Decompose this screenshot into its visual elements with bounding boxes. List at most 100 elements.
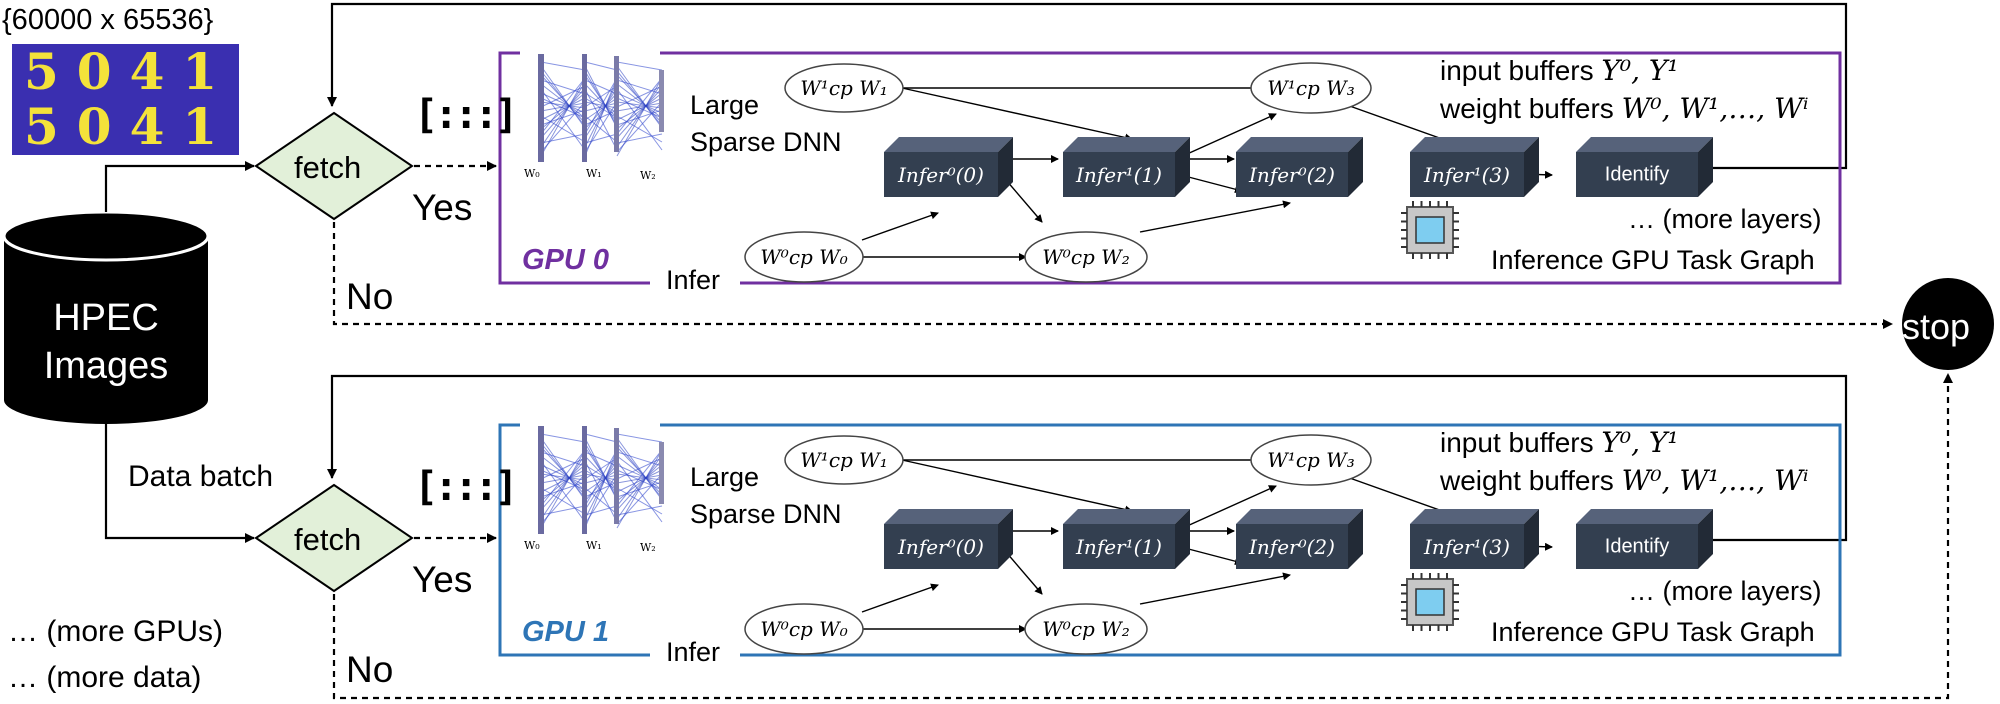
input-buffers-label: input buffers Y⁰, Y¹ bbox=[1440, 429, 1679, 457]
network-edge bbox=[540, 433, 586, 443]
network-edge bbox=[616, 133, 663, 144]
network-edge bbox=[540, 449, 586, 507]
weight-buffers-text: weight buffers bbox=[1440, 465, 1622, 496]
infer-task-node bbox=[884, 152, 998, 197]
database-label-line: HPEC bbox=[53, 297, 159, 339]
task-box-side bbox=[998, 509, 1013, 569]
weight-buffers-label: weight buffers W⁰, W¹,…, Wⁱ bbox=[1440, 467, 1809, 495]
network-edge bbox=[540, 88, 586, 151]
network-edge bbox=[616, 449, 663, 529]
network-layer bbox=[614, 56, 619, 152]
infer-task-node bbox=[1236, 152, 1348, 197]
task-box-top bbox=[884, 509, 1013, 524]
network-edge bbox=[540, 133, 586, 144]
input-buffers-text: input buffers bbox=[1440, 427, 1602, 458]
db-to-fetch0-arrow bbox=[104, 161, 255, 212]
network-edge bbox=[584, 464, 618, 502]
no-label: No bbox=[346, 649, 394, 690]
network-edge bbox=[584, 457, 618, 480]
task-box-side bbox=[1348, 509, 1363, 569]
infer-task-label: Infer¹(1) bbox=[1076, 162, 1162, 187]
copy-task-label: W⁰cp W₀ bbox=[760, 617, 848, 641]
input-buffers-math: Y⁰, Y¹ bbox=[1601, 426, 1679, 459]
dataset-dims: {60000 x 65536} bbox=[2, 4, 214, 36]
network-edge bbox=[584, 487, 618, 515]
network-edge bbox=[540, 92, 586, 130]
graph-title: Inference GPU Task Graph bbox=[1491, 617, 1815, 647]
input-buffers-label: input buffers Y⁰, Y¹ bbox=[1440, 57, 1679, 85]
network-edge bbox=[540, 61, 586, 71]
network-edge bbox=[616, 88, 663, 151]
task-box-top bbox=[1576, 509, 1713, 524]
task-edge bbox=[861, 583, 939, 613]
network-edge bbox=[584, 77, 618, 135]
copy-task-node bbox=[784, 435, 904, 485]
network-edge bbox=[616, 85, 663, 108]
task-box-side bbox=[998, 137, 1013, 197]
infer-task-label: Infer¹(3) bbox=[1424, 534, 1510, 559]
network-edge bbox=[616, 77, 663, 135]
loop-back-arrow bbox=[327, 2, 1848, 170]
no-arrow bbox=[332, 222, 1893, 329]
network-edge bbox=[616, 97, 663, 119]
network-edge bbox=[616, 469, 663, 491]
task-edge bbox=[1139, 572, 1291, 605]
copy-task-node bbox=[1024, 603, 1148, 655]
task-box-side bbox=[1524, 137, 1539, 197]
network-edge bbox=[584, 77, 618, 157]
copy-task-node bbox=[1250, 434, 1372, 486]
input-buffers-math: Y⁰, Y¹ bbox=[1601, 54, 1679, 87]
network-edge bbox=[540, 457, 586, 480]
infer-task-label: Infer⁰(0) bbox=[898, 162, 984, 187]
network-edge bbox=[584, 97, 618, 121]
identify-task-node bbox=[1576, 524, 1698, 569]
infer-task-node bbox=[1410, 524, 1524, 569]
network-weight-label: W₁ bbox=[586, 167, 602, 180]
weight-buffers-math: W⁰, W¹,…, Wⁱ bbox=[1621, 92, 1809, 125]
mnist-image: 5041 5041 bbox=[12, 44, 239, 155]
more-layers-label: … (more layers) bbox=[1628, 576, 1822, 606]
yes-label: Yes bbox=[412, 187, 473, 228]
infer-task-label: Infer⁰(0) bbox=[898, 534, 984, 559]
gpu-label: GPU 1 bbox=[522, 616, 610, 648]
network-edge bbox=[540, 505, 586, 516]
database-icon bbox=[4, 236, 208, 424]
task-box-top bbox=[884, 137, 1013, 152]
copy-task-node bbox=[1024, 231, 1148, 283]
network-layer bbox=[659, 442, 664, 504]
task-box-top bbox=[1576, 137, 1713, 152]
network-edge bbox=[540, 460, 586, 523]
network-edge bbox=[540, 97, 586, 119]
infer-task-label: Infer⁰(2) bbox=[1249, 162, 1335, 187]
network-edge bbox=[584, 133, 618, 144]
network-weight-label: W₂ bbox=[640, 169, 656, 182]
network-edge bbox=[540, 454, 586, 520]
network-edge bbox=[616, 77, 663, 157]
infer-task-node bbox=[884, 524, 998, 569]
network-edge bbox=[584, 449, 618, 529]
weight-buffers-label: weight buffers W⁰, W¹,…, Wⁱ bbox=[1440, 95, 1809, 123]
network-edge bbox=[616, 464, 663, 502]
network-weight-label: W₀ bbox=[524, 167, 540, 180]
network-edge bbox=[616, 487, 663, 515]
infer-label: Infer bbox=[662, 639, 725, 666]
copy-task-label: W⁰cp W₀ bbox=[760, 245, 848, 269]
network-edge bbox=[540, 115, 586, 143]
network-edge bbox=[616, 457, 663, 480]
identify-task-node bbox=[1576, 152, 1698, 197]
infer-task-label: Infer¹(1) bbox=[1076, 534, 1162, 559]
copy-task-label: W⁰cp W₂ bbox=[1042, 617, 1130, 641]
network-edge bbox=[584, 454, 618, 520]
network-edge bbox=[616, 505, 663, 516]
task-box-side bbox=[1348, 137, 1363, 197]
fetch-diamond bbox=[254, 111, 414, 221]
gpu-label: GPU 0 bbox=[522, 244, 610, 276]
network-edge bbox=[584, 115, 618, 143]
yes-label: Yes bbox=[412, 559, 473, 600]
fetch-diamond bbox=[254, 483, 414, 593]
copy-task-label: W¹cp W₃ bbox=[1267, 76, 1355, 100]
network-edge bbox=[540, 459, 586, 511]
db-to-fetch1-arrow bbox=[104, 424, 255, 543]
no-label: No bbox=[346, 276, 394, 317]
